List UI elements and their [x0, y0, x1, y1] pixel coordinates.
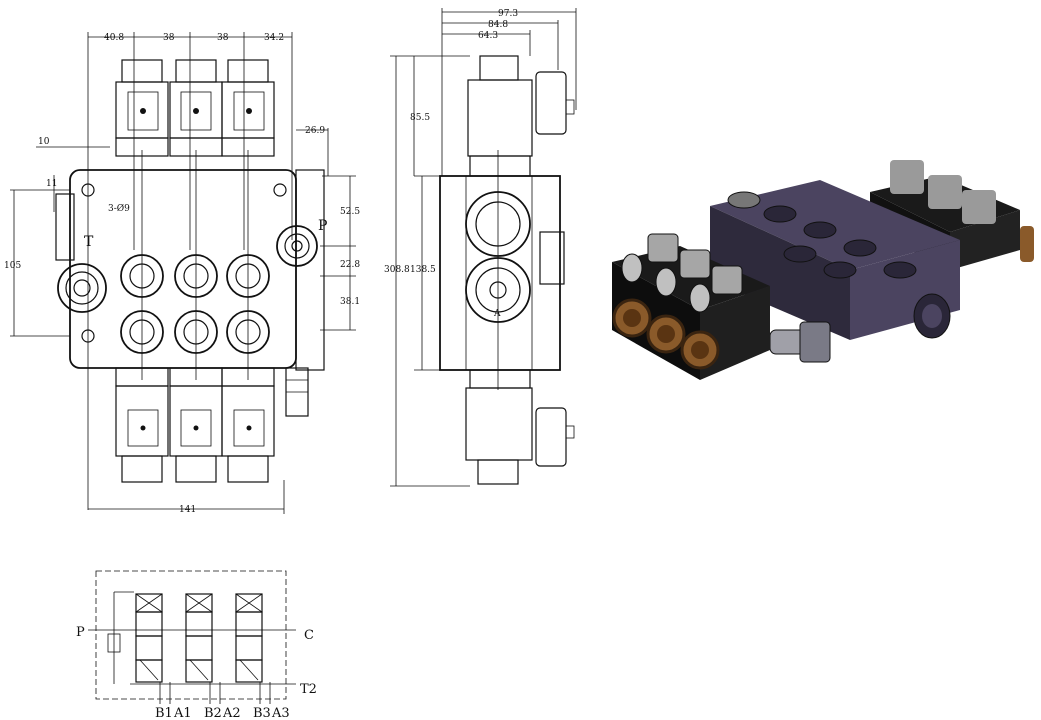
port-t-label: T: [84, 234, 94, 250]
schematic-boundary: [95, 570, 287, 700]
dim-top-4: 34.2: [264, 33, 284, 43]
spool-section-1: [135, 593, 163, 683]
top-solenoid-2: [169, 59, 223, 157]
left-port-boss: [55, 193, 75, 261]
label-b3: B3: [253, 706, 271, 720]
bottom-solenoid-1: [115, 367, 169, 483]
dim-top-2: 38: [163, 33, 175, 43]
side-view: 97.3 84.8 64.3 A 85.: [384, 8, 577, 487]
dim-308-8: 308.8: [384, 265, 410, 275]
valve-3d-render: [612, 160, 1034, 380]
label-a3: A3: [271, 706, 290, 720]
port-p-circle: [276, 225, 318, 267]
schematic-port-t2: T2: [300, 682, 317, 697]
mount-hole-1: [81, 183, 95, 197]
work-ports-upper: [120, 254, 270, 298]
mount-hole-2: [81, 329, 95, 343]
dim-52-5: 52.5: [340, 207, 360, 217]
work-ports-lower: [120, 310, 270, 354]
dim-105: 105: [4, 261, 21, 271]
dim-38-1: 38.1: [340, 297, 360, 307]
bottom-solenoid-2: [169, 367, 223, 483]
label-a1: A1: [173, 706, 192, 720]
mount-hole-3: [273, 183, 287, 197]
dim-97-3: 97.3: [498, 9, 518, 19]
dim-26-9: 26.9: [305, 126, 325, 136]
dim-11: 11: [46, 179, 57, 189]
spool-section-2: [185, 593, 213, 683]
valve-body-outline: [69, 169, 297, 369]
dim-138-5: 138.5: [410, 265, 436, 275]
bottom-solenoid-3: [221, 367, 275, 483]
spool-section-3: [235, 593, 263, 683]
top-solenoid-1: [115, 59, 169, 157]
dim-84-8: 84.8: [488, 20, 508, 30]
hydraulic-schematic: P C T2 B1 A1 B2 A2 B3 A3: [76, 570, 317, 720]
front-view: 40.8 38 38 34.2: [4, 32, 360, 515]
side-relief-block: [295, 169, 325, 371]
label-b1: B1: [155, 706, 173, 720]
dim-top-3: 38: [217, 33, 229, 43]
side-body: [439, 175, 561, 371]
label-b2: B2: [204, 706, 222, 720]
dim-22-8: 22.8: [340, 260, 360, 270]
port-p-label: P: [318, 218, 327, 234]
dim-64-3: 64.3: [478, 31, 498, 41]
label-a2: A2: [222, 706, 241, 720]
top-solenoid-3: [221, 59, 275, 157]
port-t-circle: [57, 263, 107, 313]
dim-holes: 3-Ø9: [108, 203, 130, 214]
dim-141: 141: [179, 505, 196, 515]
schematic-port-c: C: [304, 628, 314, 643]
dim-85-5: 85.5: [410, 113, 430, 123]
dim-10: 10: [38, 137, 50, 147]
schematic-port-p: P: [76, 625, 85, 640]
port-a-label: A: [493, 309, 501, 319]
dim-top-1: 40.8: [104, 33, 124, 43]
